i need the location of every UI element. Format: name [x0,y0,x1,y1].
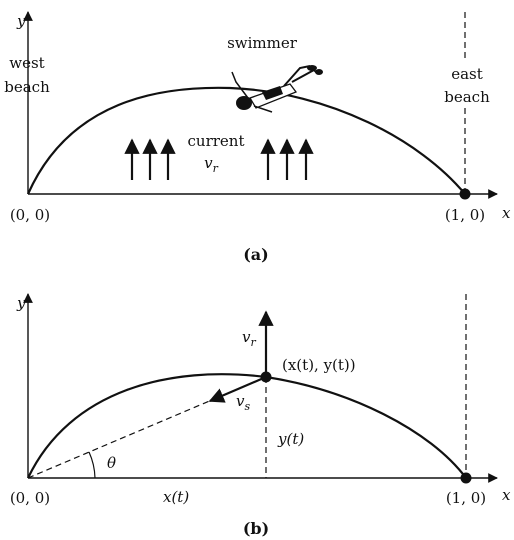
west-beach-label-line1: west [9,54,44,72]
swimmer-figure [231,65,323,113]
panel-b: y x θ vr vs (x(t), y(t)) y(t) x(t) (0, 0… [10,293,511,538]
y-axis-label-a: y [16,12,26,30]
vr-label: vr [242,328,256,349]
vs-label: vs [236,392,250,413]
swimmer-label: swimmer [227,34,298,52]
theta-arc [88,451,96,479]
vs-arrow [208,375,267,403]
current-symbol: vr [204,154,218,175]
end-point-b [460,472,472,484]
east-beach-label-line1: east [451,65,483,83]
x-axis-label-a: x [502,204,511,222]
end-label-a: (1, 0) [445,206,485,224]
end-point-a [459,188,471,200]
theta-label: θ [107,454,116,472]
point-label: (x(t), y(t)) [282,356,356,374]
origin-label-a: (0, 0) [10,206,50,224]
x-axis-label-b: x [502,486,511,504]
origin-label-b: (0, 0) [10,489,50,507]
swimmer-point [260,371,272,383]
end-label-b: (1, 0) [446,489,486,507]
yt-label: y(t) [277,430,304,448]
xt-label: x(t) [163,488,189,506]
current-arrows-right [260,138,314,180]
trajectory-a [26,86,466,195]
caption-b: (b) [243,519,269,538]
trajectory-b [27,373,467,479]
panel-a: y x west beach east beach swimmer [4,11,511,264]
current-arrows-left [124,138,176,180]
current-label: current [188,132,245,150]
caption-a: (a) [243,245,269,264]
west-beach-label-line2: beach [4,78,50,96]
east-beach-label-line2: beach [444,88,490,106]
y-axis-label-b: y [16,294,26,312]
